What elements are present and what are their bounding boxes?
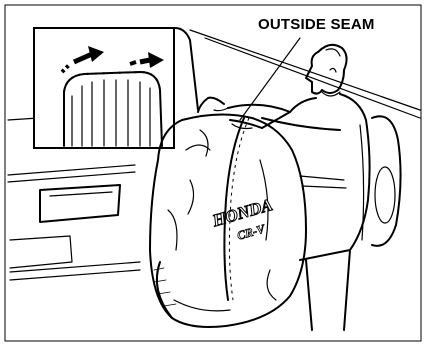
cover-model-text: CR-V [236,221,268,242]
seam-detail-inset [34,28,174,148]
outside-seam-label: OUTSIDE SEAM [258,16,375,33]
person-figure [198,45,370,330]
cover-brand-text: HONDA [209,195,274,230]
